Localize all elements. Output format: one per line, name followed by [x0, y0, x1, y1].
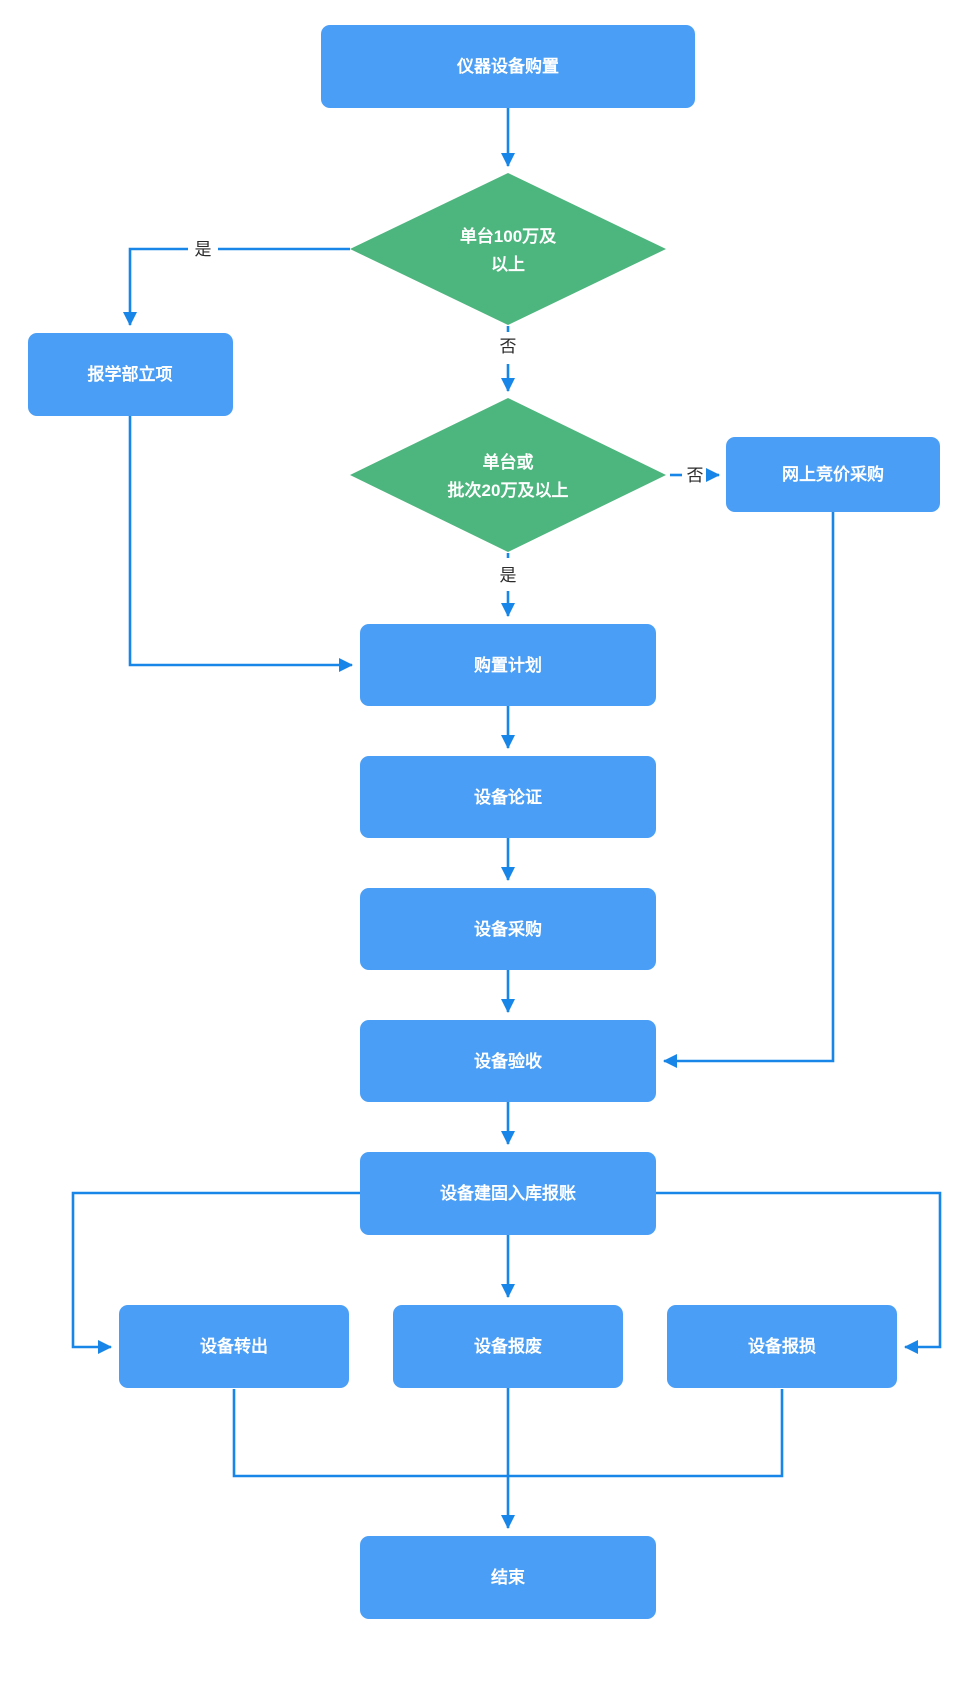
node-decision1-label-line1: 单台100万及 [460, 226, 557, 246]
node-online-bidding-label: 网上竞价采购 [782, 464, 884, 484]
edge-label-yes-2: 是 [500, 566, 517, 585]
edge-label-no-2: 否 [687, 466, 704, 485]
node-decision1-label-line2: 以上 [491, 255, 525, 274]
node-equipment-review: 设备论证 [360, 756, 656, 838]
edges-layer [71, 108, 942, 1529]
node-asset-registration-label: 设备建固入库报账 [440, 1183, 576, 1203]
edge-bidding-accept [663, 512, 835, 1068]
node-decision1: 单台100万及 以上 [350, 173, 666, 325]
node-equipment-procurement-shape [360, 888, 656, 970]
node-decision1-shape [350, 173, 666, 325]
node-online-bidding-shape [726, 437, 940, 512]
node-transfer-out: 设备转出 [119, 1305, 349, 1388]
node-start-shape [321, 25, 695, 108]
node-equipment-procurement-label: 设备采购 [474, 919, 542, 939]
edge-labels-layer: 是 否 否 是 [195, 240, 704, 585]
node-equipment-acceptance: 设备验收 [360, 1020, 656, 1102]
node-asset-registration-shape [360, 1152, 656, 1235]
node-purchase-plan: 购置计划 [360, 624, 656, 706]
node-transfer-out-shape [119, 1305, 349, 1388]
node-scrap-shape [393, 1305, 623, 1388]
node-dept-approval: 报学部立项 [28, 333, 233, 416]
node-end-shape [360, 1536, 656, 1619]
node-equipment-review-shape [360, 756, 656, 838]
node-equipment-acceptance-shape [360, 1020, 656, 1102]
node-decision2: 单台或 批次20万及以上 [350, 398, 666, 552]
node-transfer-out-label: 设备转出 [200, 1336, 268, 1356]
node-damage-report: 设备报损 [667, 1305, 897, 1388]
edge-dept-plan [128, 416, 353, 672]
nodes-layer: 仪器设备购置 单台100万及 以上 报学部立项 单台或 批次20万及以上 网上竞… [28, 25, 940, 1619]
node-decision2-label-line1: 单台或 [483, 452, 534, 472]
node-decision2-shape [350, 398, 666, 552]
node-dept-approval-label: 报学部立项 [88, 364, 173, 384]
node-equipment-review-label: 设备论证 [474, 787, 542, 807]
edge-register-damage [656, 1191, 942, 1354]
node-equipment-acceptance-label: 设备验收 [474, 1051, 542, 1071]
node-dept-approval-shape [28, 333, 233, 416]
node-purchase-plan-shape [360, 624, 656, 706]
node-purchase-plan-label: 购置计划 [474, 655, 542, 675]
node-asset-registration: 设备建固入库报账 [360, 1152, 656, 1235]
node-online-bidding: 网上竞价采购 [726, 437, 940, 512]
node-equipment-procurement: 设备采购 [360, 888, 656, 970]
node-start: 仪器设备购置 [321, 25, 695, 108]
node-damage-report-label: 设备报损 [748, 1336, 816, 1356]
node-scrap-label: 设备报废 [474, 1336, 542, 1356]
edge-label-yes-1: 是 [195, 240, 212, 259]
node-start-label: 仪器设备购置 [456, 56, 559, 76]
node-end-label: 结束 [491, 1567, 525, 1587]
edge-label-no-1: 否 [500, 337, 517, 356]
node-scrap: 设备报废 [393, 1305, 623, 1388]
node-damage-report-shape [667, 1305, 897, 1388]
node-end: 结束 [360, 1536, 656, 1619]
edge-decision1-dept [123, 247, 188, 326]
node-decision2-label-line2: 批次20万及以上 [448, 480, 569, 500]
edge-register-transfer [71, 1191, 360, 1354]
